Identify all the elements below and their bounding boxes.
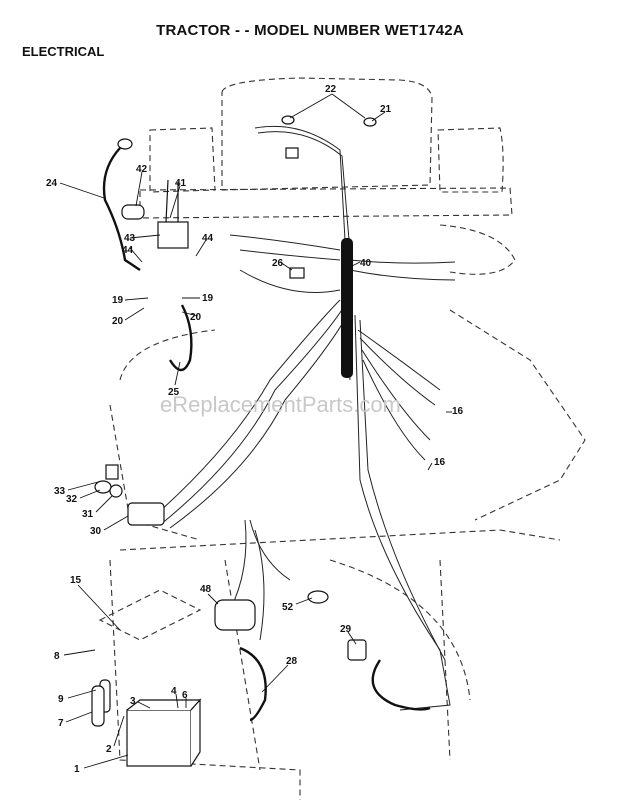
parts: [91, 115, 377, 767]
terminal-boot: [121, 204, 145, 220]
watermark: eReplacementParts.com: [160, 392, 401, 417]
leader-lines: [59, 93, 452, 769]
callout-3: 3: [130, 696, 136, 707]
seat-switch: [347, 639, 367, 661]
callout-16-lower: 16: [434, 457, 446, 468]
key-plate: [105, 464, 119, 480]
callout-30: 30: [90, 526, 102, 537]
callout-16-upper: 16: [452, 406, 464, 417]
callout-15: 15: [70, 575, 82, 586]
callout-43: 43: [124, 233, 136, 244]
battery-cables: [102, 147, 431, 722]
callout-28: 28: [286, 656, 298, 667]
callout-19-left: 19: [112, 295, 124, 306]
callout-20-left: 20: [112, 316, 124, 327]
callout-1: 1: [74, 764, 80, 775]
ignition-switch: [127, 502, 165, 526]
callout-40: 40: [360, 258, 372, 269]
callout-41: 41: [175, 178, 187, 189]
callout-22: 22: [325, 84, 337, 95]
callout-4: 4: [171, 686, 177, 697]
callout-8: 8: [54, 651, 60, 662]
callout-24: 24: [46, 178, 58, 189]
harness-spiral-wrap: [341, 238, 353, 378]
tractor-outline: [98, 77, 586, 800]
callout-44-left: 44: [122, 245, 134, 256]
ring-terminal: [117, 138, 133, 150]
callout-2: 2: [106, 744, 112, 755]
section-label: ELECTRICAL: [22, 44, 105, 59]
callout-32: 32: [66, 494, 78, 505]
callout-21: 21: [380, 104, 392, 115]
callout-42: 42: [136, 164, 148, 175]
callout-7: 7: [58, 718, 64, 729]
callout-26: 26: [272, 258, 284, 269]
callout-20-right: 20: [190, 312, 202, 323]
battery: [126, 709, 192, 767]
callout-44-right: 44: [202, 233, 214, 244]
solenoid: [157, 221, 189, 249]
wiring-harness: [149, 125, 456, 711]
page-title: TRACTOR - - MODEL NUMBER WET1742A: [156, 22, 464, 39]
callout-9: 9: [58, 694, 64, 705]
callout-25: 25: [168, 387, 180, 398]
callout-labels: 22 21 24 42 41 43 44 44 26 40 19 19 20 2…: [46, 84, 464, 775]
key-washer: [109, 484, 123, 498]
callout-48: 48: [200, 584, 212, 595]
callout-19-right: 19: [202, 293, 214, 304]
callout-33: 33: [54, 486, 66, 497]
callout-6: 6: [182, 690, 188, 701]
callout-29: 29: [340, 624, 352, 635]
callout-52: 52: [282, 602, 294, 613]
callout-31: 31: [82, 509, 94, 520]
